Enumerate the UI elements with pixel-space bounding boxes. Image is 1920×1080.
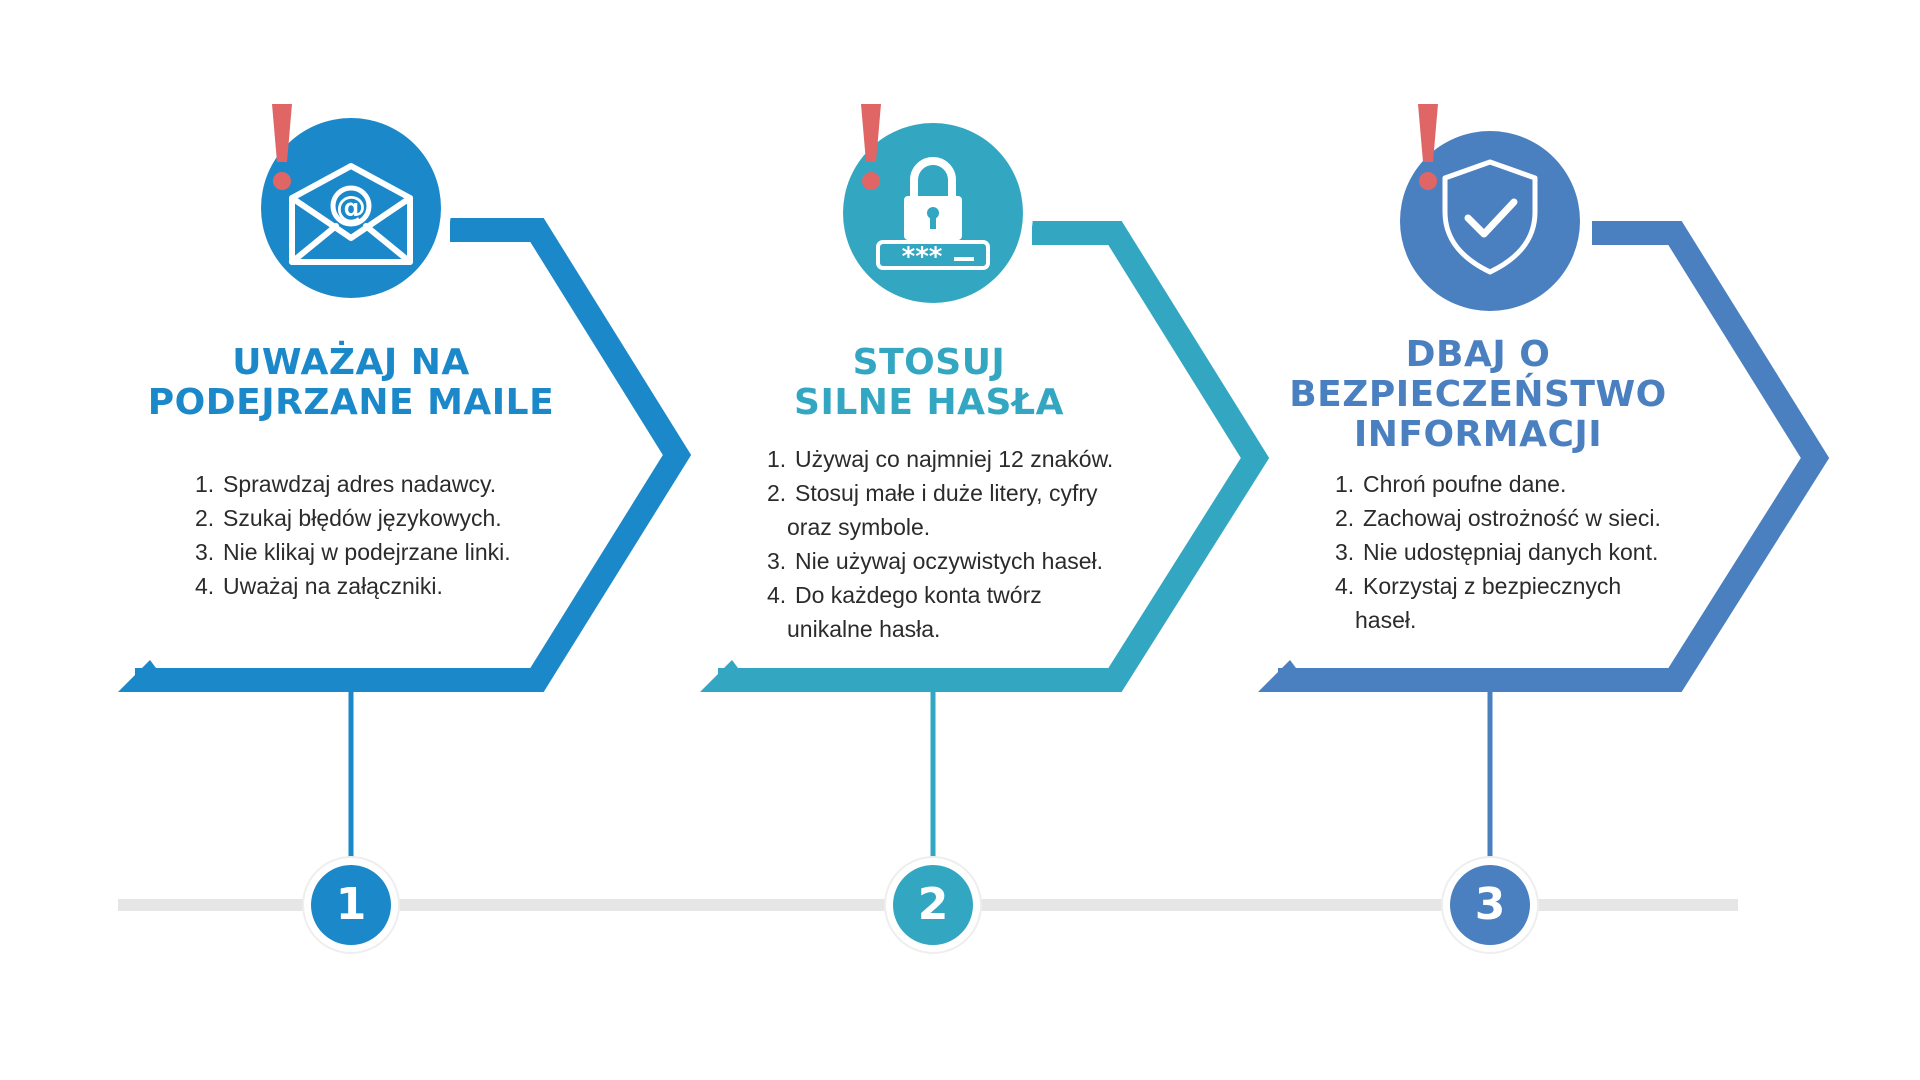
step-2-number-badge: 2 — [893, 865, 973, 945]
list-item-text: Do każdego konta twórz — [795, 582, 1042, 608]
step-1-frame — [135, 218, 692, 692]
list-item: 1. Sprawdzaj adres nadawcy. — [195, 467, 511, 501]
step-3-frame — [1278, 221, 1830, 692]
list-item-text: Stosuj małe i duże litery, cyfry — [795, 480, 1098, 506]
list-item-number: 2. — [767, 480, 787, 506]
step-2-title-line: SILNE HASŁA — [794, 382, 1064, 423]
list-item-text: Zachowaj ostrożność w sieci. — [1363, 505, 1661, 531]
list-item-text: Szukaj błędów językowych. — [223, 505, 502, 531]
list-item: 4. Korzystaj z bezpiecznych haseł. — [1335, 569, 1661, 637]
list-item-text: Nie klikaj w podejrzane linki. — [223, 539, 511, 565]
step-3-title-line: DBAJ O — [1405, 334, 1551, 375]
list-item: 3. Nie udostępniaj danych kont. — [1335, 535, 1661, 569]
list-item-text: Nie używaj oczywistych haseł. — [795, 548, 1104, 574]
step-3-number-badge: 3 — [1450, 865, 1530, 945]
list-item-text: Uważaj na załączniki. — [223, 573, 443, 599]
list-item-number: 4. — [767, 582, 787, 608]
list-item: 4. Do każdego konta twórz unikalne hasła. — [767, 578, 1113, 646]
list-item-number: 3. — [1335, 539, 1355, 565]
list-item: 2. Szukaj błędów językowych. — [195, 501, 511, 535]
list-item-number: 3. — [767, 548, 787, 574]
step-2-frame-tail — [700, 660, 747, 692]
step-2-title-line: STOSUJ — [852, 342, 1006, 383]
list-item-number: 2. — [195, 505, 215, 531]
list-item-number: 1. — [1335, 471, 1355, 497]
list-item-text: Korzystaj z bezpiecznych — [1363, 573, 1622, 599]
step-1-list: 1. Sprawdzaj adres nadawcy. 2. Szukaj błęd… — [195, 467, 511, 603]
step-1-title-line: PODEJRZANE MAILE — [147, 382, 555, 423]
step-3-title-line: INFORMACJI — [1353, 414, 1603, 455]
step-1-title: UWAŻAJ NA PODEJRZANE MAILE — [91, 343, 611, 423]
padlock-password-icon: *** — [876, 157, 990, 272]
list-item-continuation: unikalne hasła. — [787, 616, 941, 642]
list-item-number: 4. — [195, 573, 215, 599]
step-3-list: 1. Chroń poufne dane. 2. Zachowaj ostrożno… — [1335, 467, 1661, 637]
step-3-title-line: BEZPIECZEŃSTWO — [1289, 374, 1667, 415]
list-item-text: Używaj co najmniej 12 znaków. — [795, 446, 1114, 472]
list-item-number: 2. — [1335, 505, 1355, 531]
step-1-number-badge: 1 — [311, 865, 391, 945]
step-1-shapes: @ — [118, 104, 692, 860]
list-item-continuation: oraz symbole. — [787, 514, 931, 540]
list-item-number: 1. — [195, 471, 215, 497]
step-2-list: 1. Używaj co najmniej 12 znaków. 2. Stosuj… — [767, 442, 1113, 646]
list-item: 3. Nie klikaj w podejrzane linki. — [195, 535, 511, 569]
list-item: 1. Używaj co najmniej 12 znaków. — [767, 442, 1113, 476]
list-item-continuation: haseł. — [1355, 607, 1417, 633]
list-item-text: Sprawdzaj adres nadawcy. — [223, 471, 497, 497]
list-item: 3. Nie używaj oczywistych haseł. — [767, 544, 1113, 578]
step-2-title: STOSUJ SILNE HASŁA — [669, 343, 1189, 423]
step-1-alert-icon — [272, 104, 292, 190]
step-3-frame-tail — [1258, 660, 1305, 692]
svg-text:@: @ — [336, 190, 366, 225]
svg-text:***: *** — [902, 242, 943, 272]
list-item: 2. Zachowaj ostrożność w sieci. — [1335, 501, 1661, 535]
shield-check-icon — [1442, 159, 1538, 275]
list-item-text: Chroń poufne dane. — [1363, 471, 1567, 497]
list-item: 4. Uważaj na załączniki. — [195, 569, 511, 603]
list-item-number: 3. — [195, 539, 215, 565]
list-item: 1. Chroń poufne dane. — [1335, 467, 1661, 501]
step-2-alert-icon — [861, 104, 881, 190]
list-item: 2. Stosuj małe i duże litery, cyfry oraz s… — [767, 476, 1113, 544]
step-1-frame-tail — [118, 660, 165, 692]
step-3-alert-icon — [1418, 104, 1438, 190]
step-2-frame — [718, 221, 1270, 692]
step-1-title-line: UWAŻAJ NA — [232, 342, 470, 383]
list-item-number: 1. — [767, 446, 787, 472]
envelope-at-icon: @ — [289, 163, 413, 265]
step-3-shapes — [1258, 104, 1830, 860]
list-item-number: 4. — [1335, 573, 1355, 599]
step-3-title: DBAJ O BEZPIECZEŃSTWO INFORMACJI — [1218, 335, 1738, 455]
list-item-text: Nie udostępniaj danych kont. — [1363, 539, 1659, 565]
step-2-shapes: *** — [700, 104, 1270, 860]
